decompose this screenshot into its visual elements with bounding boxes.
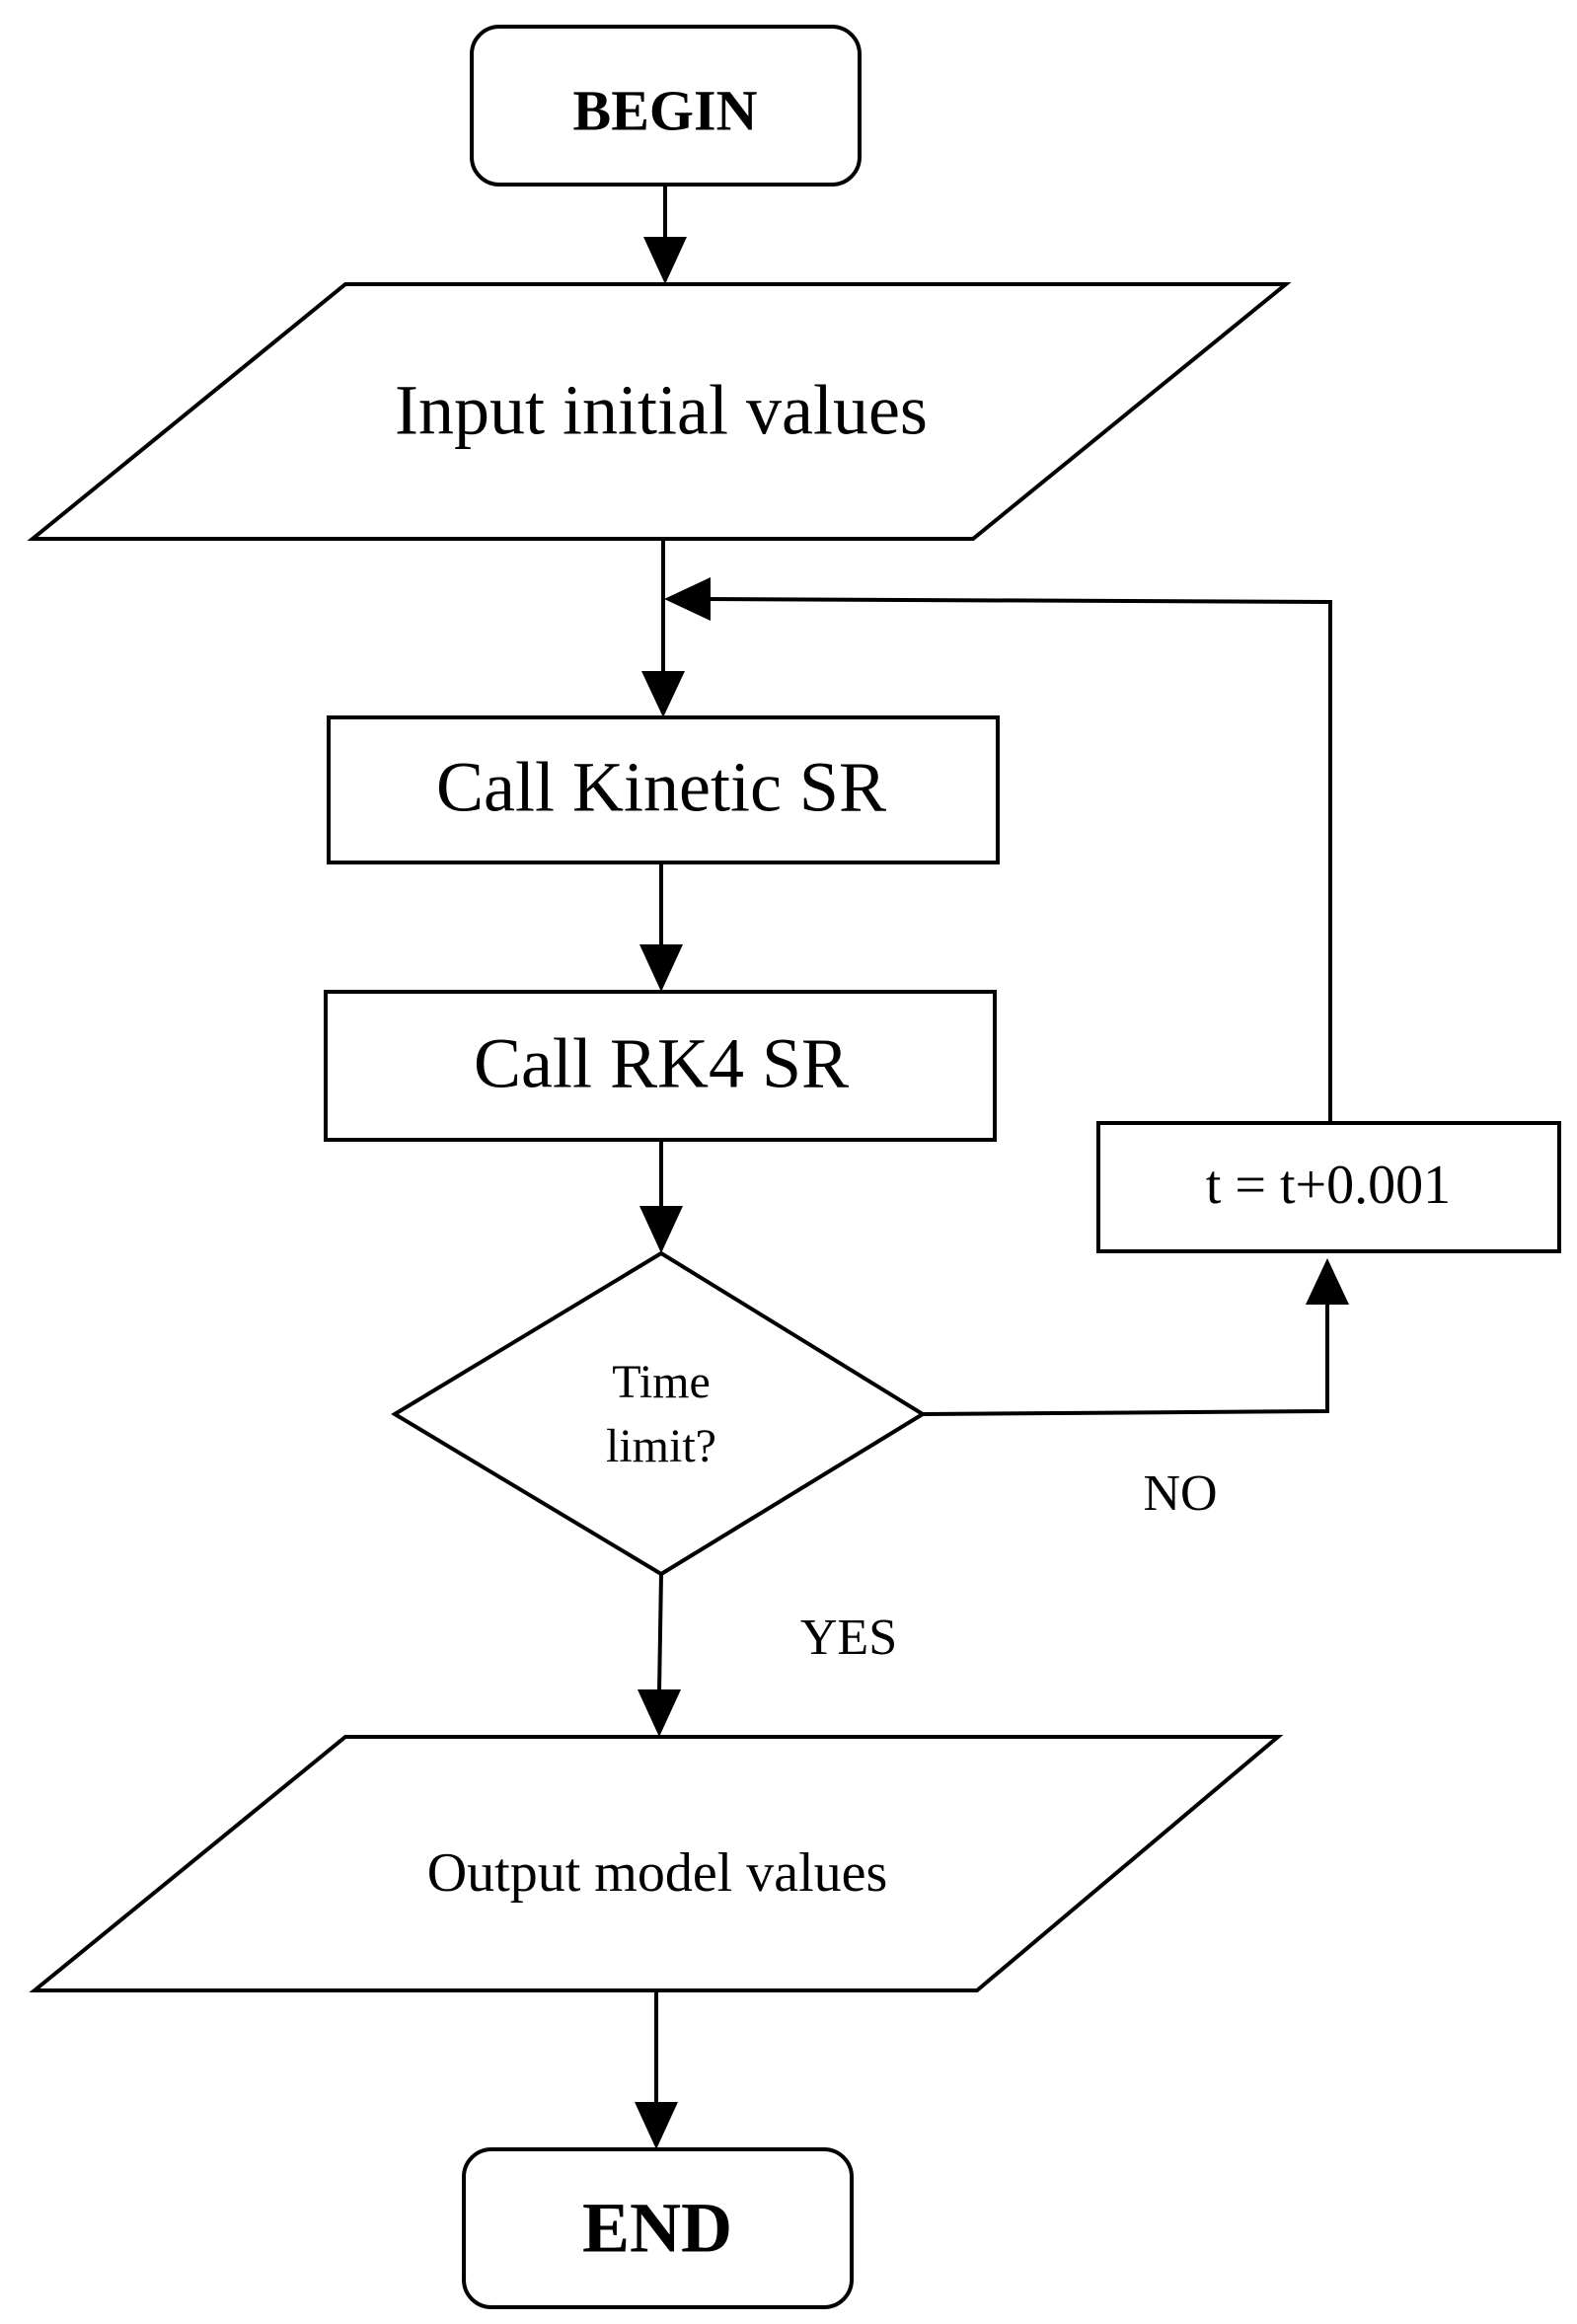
edge-line bbox=[657, 1573, 663, 1693]
arrowhead bbox=[664, 577, 711, 621]
arrowhead bbox=[641, 671, 685, 717]
arrowhead bbox=[638, 1689, 681, 1737]
edge-rk4-to-decision bbox=[639, 1140, 683, 1253]
edge-output-to-end bbox=[635, 1990, 678, 2149]
arrowhead bbox=[639, 944, 683, 992]
edge-loop-back bbox=[664, 577, 1332, 1123]
edge-begin-to-input bbox=[643, 185, 687, 284]
edge-no-to-increment: NO bbox=[922, 1258, 1349, 1522]
input-parallelogram-shape bbox=[27, 282, 1292, 541]
increment-node: t = t+0.001 bbox=[1096, 1121, 1561, 1253]
end-node: END bbox=[462, 2147, 854, 2309]
arrowhead bbox=[1306, 1258, 1349, 1305]
edge-input-to-kinetic bbox=[641, 539, 685, 717]
edge-kinetic-to-rk4 bbox=[639, 862, 683, 992]
input-label: Input initial values bbox=[395, 371, 928, 450]
arrowhead bbox=[643, 237, 687, 284]
output-node: Output model values bbox=[29, 1735, 1284, 1992]
rk4-label: Call RK4 SR bbox=[474, 1024, 849, 1103]
edge-line bbox=[922, 1301, 1329, 1416]
arrowhead bbox=[635, 2102, 678, 2149]
arrowhead bbox=[639, 1206, 683, 1253]
edge-yes-to-output: YES bbox=[638, 1573, 897, 1737]
no-label: NO bbox=[1143, 1465, 1217, 1522]
kinetic-node: Call Kinetic SR bbox=[327, 715, 1000, 864]
begin-node: BEGIN bbox=[470, 25, 862, 187]
decision-label-line1: Time bbox=[612, 1356, 711, 1408]
decision-label-line2: limit? bbox=[606, 1420, 716, 1472]
decision-diamond-shape bbox=[391, 1250, 927, 1577]
begin-label: BEGIN bbox=[573, 78, 758, 142]
decision-node: Time limit? bbox=[391, 1250, 927, 1577]
kinetic-label: Call Kinetic SR bbox=[436, 748, 886, 827]
input-node: Input initial values bbox=[27, 282, 1292, 541]
output-parallelogram-shape bbox=[29, 1735, 1284, 1992]
end-terminator-shape bbox=[462, 2147, 854, 2309]
yes-label: YES bbox=[800, 1610, 897, 1666]
end-label: END bbox=[582, 2189, 732, 2268]
rk4-process-shape bbox=[324, 990, 997, 1142]
rk4-node: Call RK4 SR bbox=[324, 990, 997, 1142]
increment-label: t = t+0.001 bbox=[1206, 1155, 1451, 1216]
output-label: Output model values bbox=[427, 1842, 888, 1904]
edge-line bbox=[702, 597, 1332, 1123]
increment-process-shape bbox=[1096, 1121, 1561, 1253]
kinetic-process-shape bbox=[327, 715, 1000, 864]
